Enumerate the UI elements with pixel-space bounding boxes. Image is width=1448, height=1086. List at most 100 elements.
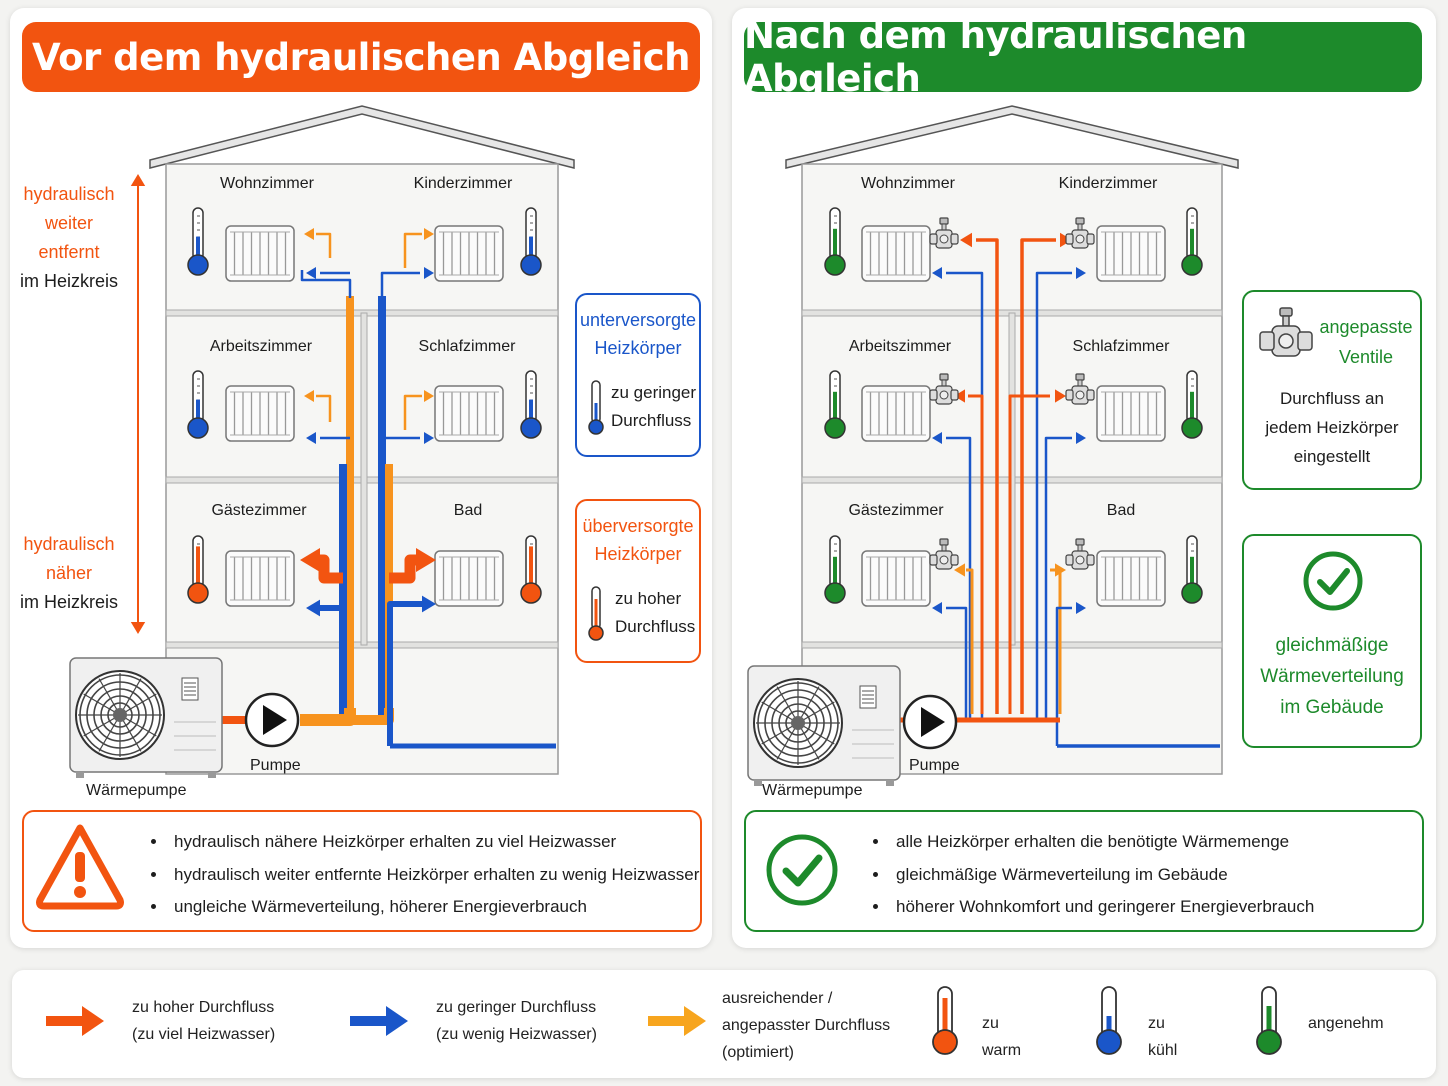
valve-knob: [1075, 390, 1085, 400]
valve-stem: [941, 379, 947, 387]
legend-optimized-line3: (optimiert): [722, 1044, 795, 1061]
arrowhead: [424, 432, 434, 444]
thermometer-fill: [833, 391, 837, 427]
heat-pump-icon: [69, 657, 223, 778]
checkmark-circle-icon: [1303, 551, 1363, 611]
fan-spoke: [797, 722, 820, 760]
valve-body3: eingestellt: [1293, 447, 1371, 466]
near-label: hydraulisch näher im Heizkreis: [14, 530, 124, 617]
pump-play: [263, 705, 287, 735]
thermometer-icon: [1181, 535, 1203, 604]
valve-icon: [1065, 373, 1095, 405]
arrowhead: [1076, 267, 1086, 279]
arrowhead: [1055, 563, 1066, 577]
valve-knob: [939, 390, 949, 400]
thermometer-bulb: [1181, 254, 1203, 276]
return-branch: [300, 270, 352, 298]
fan-spoke: [119, 714, 142, 752]
thermometer-bulb: [1181, 582, 1203, 604]
heat-pump-foot: [208, 772, 216, 778]
valve-port: [950, 554, 959, 566]
arrowhead: [424, 228, 434, 240]
fan-hub: [791, 716, 805, 730]
room-label-gaestezimmer: Gästezimmer: [211, 502, 307, 519]
thermometer-icon: [520, 535, 542, 604]
warning-icon: [36, 824, 124, 910]
valve-knob: [939, 234, 949, 244]
legend-high-flow-line1: zu hoher Durchfluss: [132, 999, 275, 1016]
underserved-title2: Heizkörper: [594, 338, 682, 358]
thermometer-fill: [529, 399, 533, 427]
fan-spoke: [98, 678, 121, 716]
room-label-kinderzimmer: Kinderzimmer: [1058, 175, 1158, 192]
valve-port: [1065, 389, 1074, 401]
fan-spoke: [83, 693, 121, 716]
thermometer-bulb: [824, 417, 846, 439]
arrowhead: [954, 563, 965, 577]
radiator-icon: [861, 385, 931, 442]
even-line3: im Gebäude: [1280, 697, 1384, 718]
arrowhead: [306, 432, 316, 444]
return-line-bad: [387, 601, 415, 746]
near-label-line1: hydraulisch: [23, 534, 115, 554]
return-riser: [946, 606, 968, 720]
orange-red-arrow-icon: [46, 1006, 104, 1036]
radiator-icon: [861, 550, 931, 607]
thermometer-bulb: [1181, 417, 1203, 439]
valve-knob: [1075, 234, 1085, 244]
valve-icon: [1259, 307, 1313, 357]
valve-port: [1065, 233, 1074, 245]
far-label: hydraulisch weiter entfernt im Heizkreis: [14, 180, 124, 296]
arrowhead-large: [416, 548, 436, 572]
thermometer-icon: [824, 370, 846, 439]
supply-riser: [966, 568, 974, 714]
before-summary-box: hydraulisch nähere Heizkörper erhalten z…: [22, 810, 702, 932]
valve-stem: [1077, 544, 1083, 552]
arrowhead: [932, 267, 942, 279]
heat-pump-vent: [859, 685, 877, 709]
valve-body1: Durchfluss an: [1280, 389, 1384, 408]
supply-branch-thick: [389, 554, 420, 584]
overserved-body2: Durchfluss: [615, 617, 696, 636]
thermometer-bulb: [520, 417, 542, 439]
thermometer-icon: [1181, 370, 1203, 439]
after-summary-box: alle Heizkörper erhalten die benötigte W…: [744, 810, 1424, 932]
radiator-icon: [1096, 550, 1166, 607]
arrowhead: [424, 267, 434, 279]
arrowhead: [1055, 389, 1066, 403]
valve-cap: [939, 217, 949, 225]
pump-icon: [902, 694, 958, 750]
valve-port: [950, 389, 959, 401]
thermometer-blue-icon: [588, 380, 604, 435]
arrowhead: [304, 228, 314, 240]
room-label-wohnzimmer: Wohnzimmer: [861, 175, 955, 192]
after-panel: Nach dem hydraulischen Abgleich Wohnzimm…: [732, 8, 1436, 948]
valve-port: [929, 554, 938, 566]
far-label-line4: im Heizkreis: [19, 271, 118, 291]
heatpump-label: Wärmepumpe: [86, 782, 187, 799]
overserved-title2: Heizkörper: [594, 544, 682, 564]
thermometer-icon: [824, 535, 846, 604]
after-house-diagram: [747, 105, 1239, 786]
valve-icon: [1065, 217, 1095, 249]
valve-cap: [1075, 217, 1085, 225]
after-summary-item: höherer Wohnkomfort und geringerer Energ…: [890, 891, 1314, 924]
valve-port: [1086, 389, 1095, 401]
valve-stem: [941, 223, 947, 231]
return-riser: [1035, 271, 1072, 720]
thermometer-fill: [1190, 556, 1194, 592]
fan-spoke: [119, 693, 157, 716]
thermometer-bulb: [520, 254, 542, 276]
valve-port: [1086, 233, 1095, 245]
orange-arrow-icon: [648, 1006, 706, 1036]
underserved-body1: zu geringer: [611, 383, 697, 402]
valve-icon: [929, 217, 959, 249]
legend-optimized-line1: ausreichender /: [722, 990, 833, 1007]
arrowhead: [306, 599, 320, 617]
return-branch: [380, 271, 420, 298]
underserved-title1: unterversorgte: [579, 310, 697, 330]
arrowhead: [422, 595, 436, 613]
fan-spoke: [98, 714, 121, 752]
valve-body2: jedem Heizkörper: [1265, 418, 1399, 437]
room-label-arbeitszimmer: Arbeitszimmer: [848, 338, 952, 355]
